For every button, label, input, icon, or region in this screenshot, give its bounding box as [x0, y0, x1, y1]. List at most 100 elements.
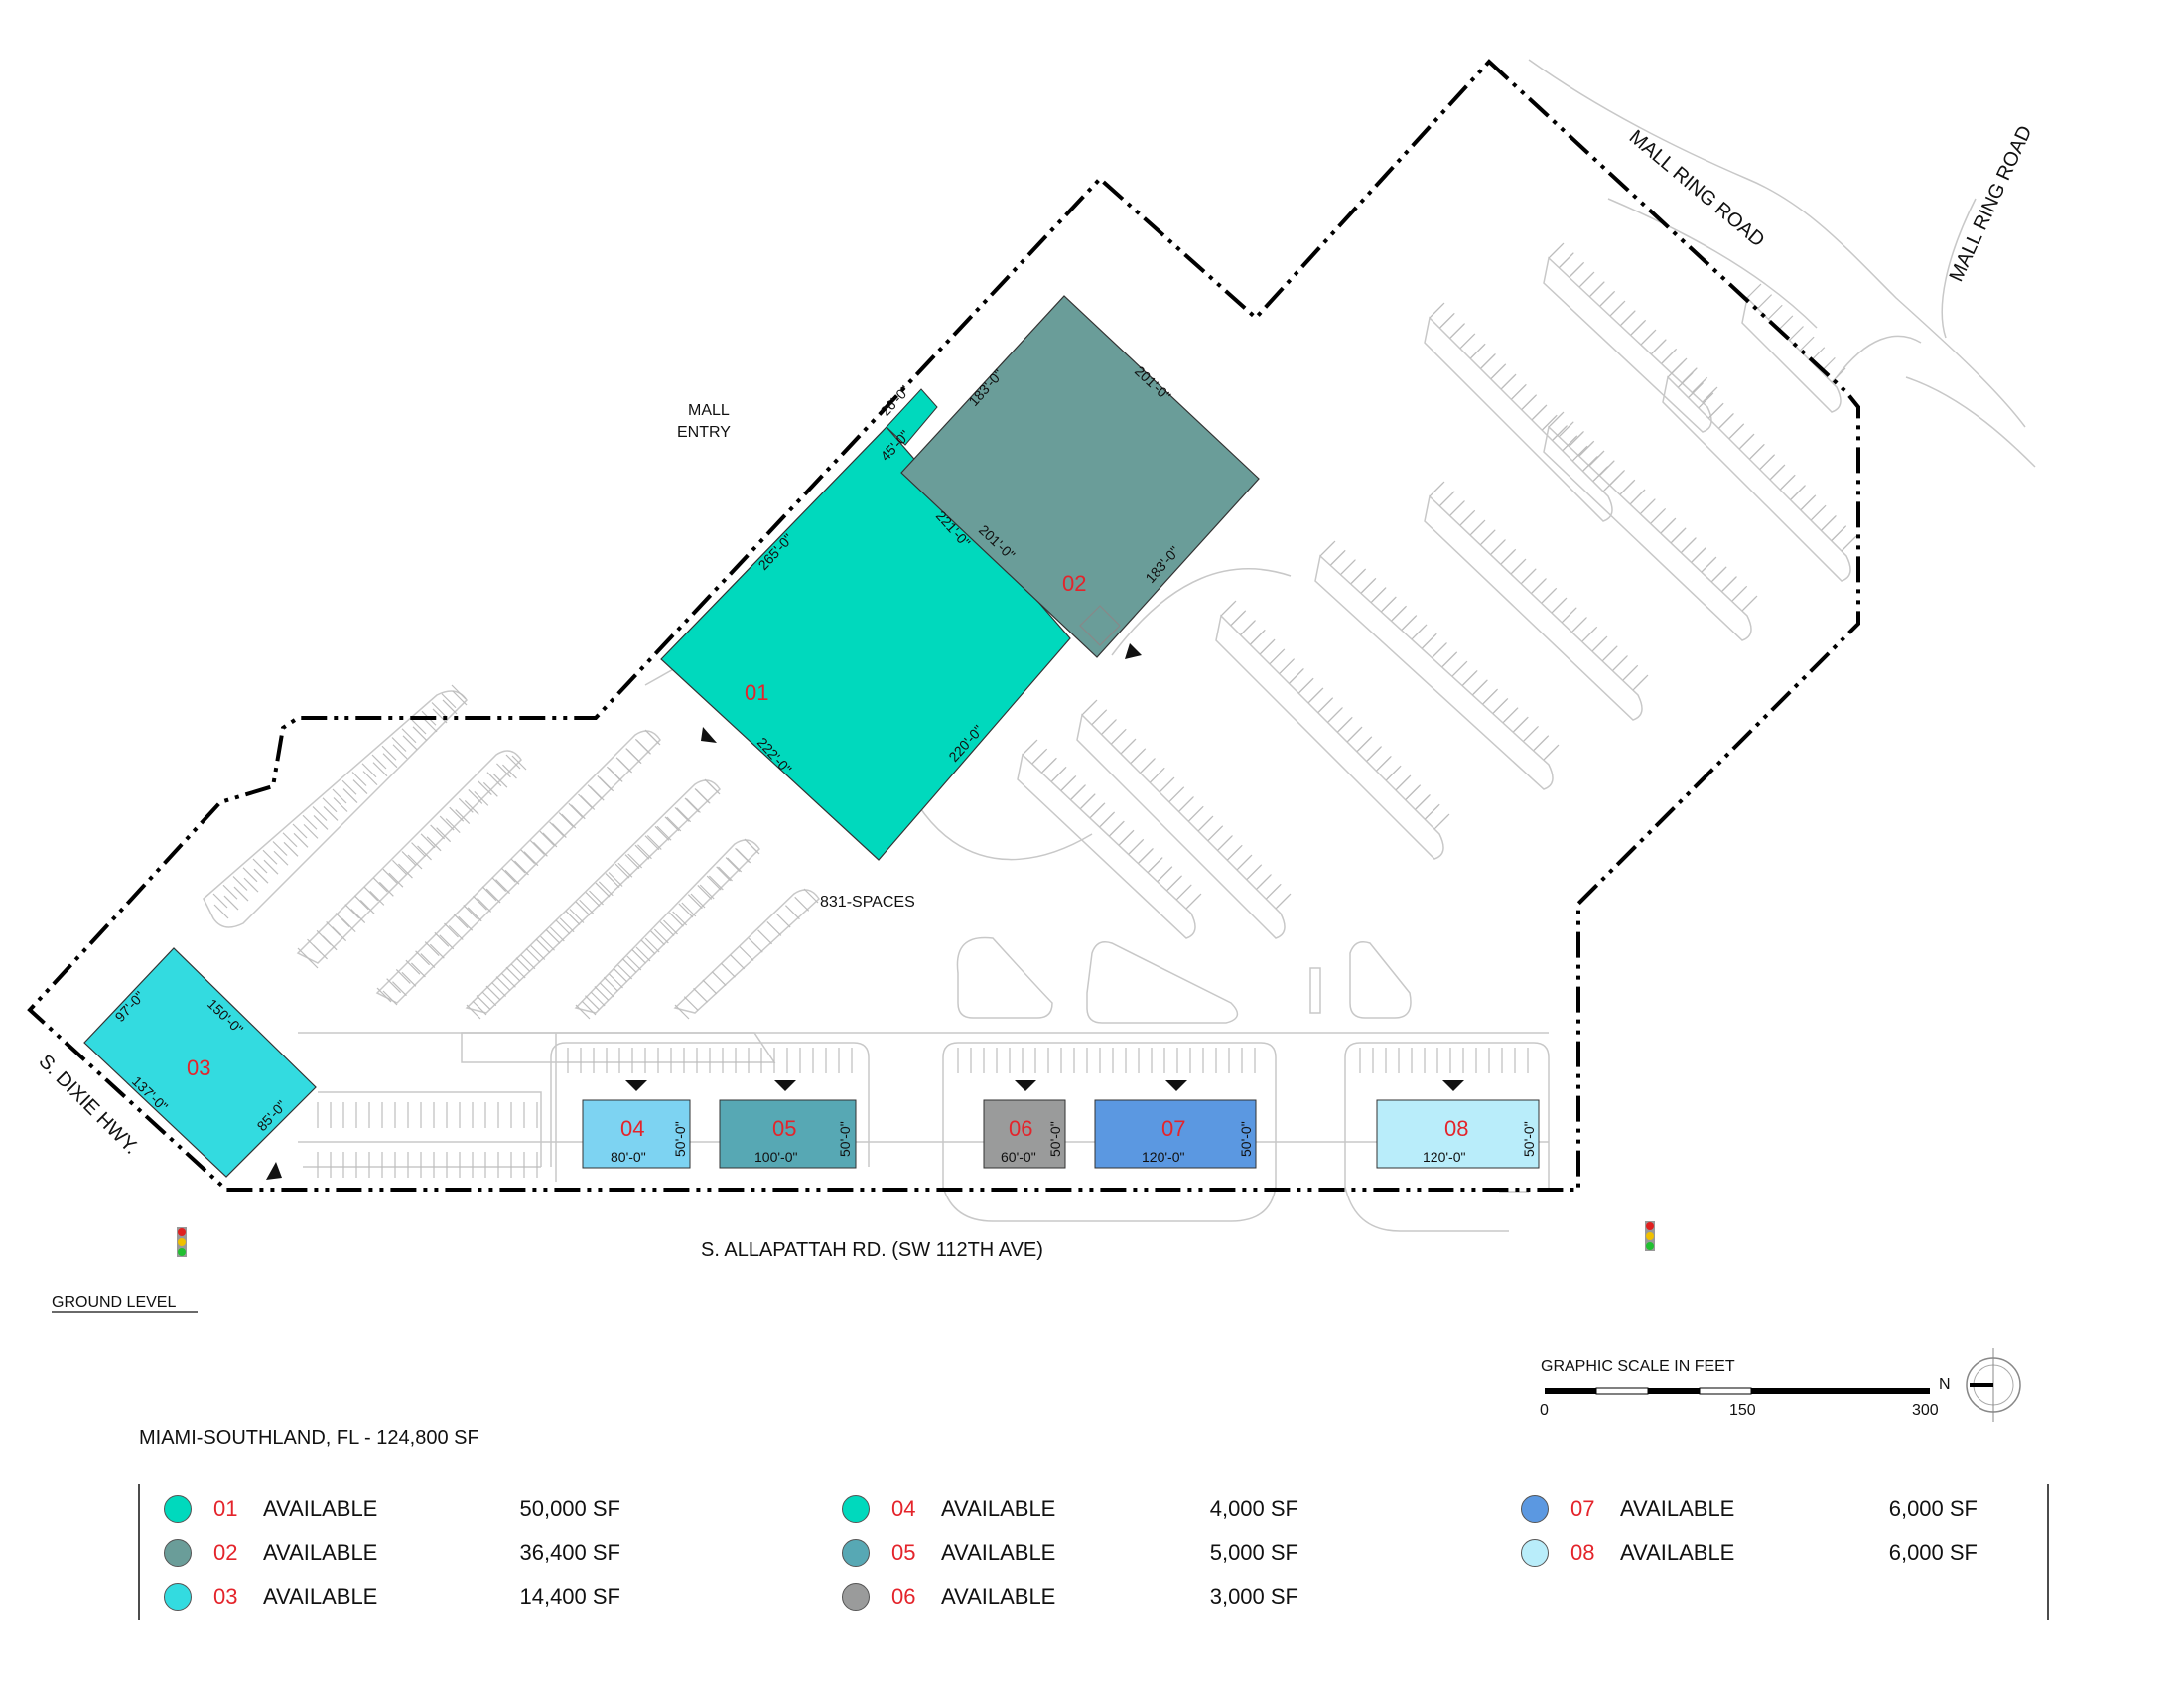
parking-stall-line: [1442, 651, 1458, 667]
legend-status: AVAILABLE: [941, 1584, 1056, 1609]
legend-area: 5,000 SF: [1209, 1540, 1298, 1565]
parking-stall-line: [352, 779, 368, 795]
parking-stall-line: [424, 941, 440, 956]
parking-stall-line: [1032, 748, 1048, 764]
parking-stall-line: [474, 790, 489, 806]
parking-stall-line: [1247, 864, 1263, 880]
parking-stall-line: [1241, 620, 1256, 634]
parking-stall-line: [1501, 373, 1517, 389]
parking-stall-line: [1711, 566, 1727, 582]
mall-entry-label-line2: ENTRY: [677, 424, 731, 441]
parking-stall-line: [653, 928, 669, 944]
parking-stall-line: [1430, 481, 1445, 496]
parking-stall-line: [500, 972, 516, 988]
parking-stall-line: [1328, 707, 1343, 722]
parking-stall-line: [464, 800, 479, 815]
parking-stall-line: [1150, 767, 1165, 782]
unit-04-dim-depth: 50'-0": [672, 1121, 688, 1157]
parking-stall-line: [1218, 835, 1233, 850]
parking-stall-line: [721, 962, 736, 978]
parking-stall-line: [1460, 509, 1476, 525]
parking-stall-line: [539, 830, 555, 846]
parking-stall-line: [565, 910, 581, 925]
parking-stall-line: [609, 973, 623, 989]
parking-stall-line: [1450, 500, 1465, 515]
parking-stall-line: [453, 914, 469, 929]
parking-stall-line: [492, 773, 508, 788]
parking-stall-line: [1257, 874, 1272, 889]
parking-stall-line: [535, 938, 551, 954]
parking-stall-line: [666, 816, 682, 832]
parking-stall-line: [1250, 629, 1266, 644]
parking-stall-line: [1111, 728, 1127, 744]
parking-stall-line: [608, 768, 623, 782]
unit-08-footprint[interactable]: [1376, 1099, 1540, 1169]
unit-06-footprint[interactable]: [983, 1099, 1066, 1169]
parking-stall-line: [1719, 413, 1734, 428]
parking-stall-line: [1746, 283, 1762, 299]
unit-04-footprint[interactable]: [582, 1099, 691, 1169]
unit-02-footprint[interactable]: [900, 295, 1260, 658]
legend-unit-number: 04: [891, 1496, 916, 1521]
parking-stall-line: [477, 780, 492, 796]
parking-stall-line: [674, 806, 690, 822]
parking-stall-line: [1799, 336, 1815, 352]
parking-stall-line: [1176, 884, 1192, 900]
parking-stall-line: [1061, 775, 1077, 790]
legend-area: 3,000 SF: [1209, 1584, 1298, 1609]
parking-stall-line: [451, 684, 467, 700]
parking-stall-line: [1760, 454, 1776, 470]
parking-stall-line: [1534, 735, 1550, 751]
unit-04-label: 04: [620, 1116, 644, 1141]
parking-stall-line: [422, 717, 438, 733]
parking-stall-line: [1592, 635, 1608, 651]
legend-status: AVAILABLE: [941, 1496, 1056, 1521]
parking-stall-line: [410, 962, 426, 978]
parking-stall-line: [1320, 540, 1336, 556]
parking-stall-line: [1371, 587, 1387, 603]
parking-stall-line: [372, 762, 388, 777]
parking-stall-line: [589, 785, 605, 801]
parking-stall-line: [405, 959, 421, 975]
unit-06-dim-depth: 50'-0": [1047, 1121, 1063, 1157]
parking-stall-line: [545, 928, 561, 944]
parking-stall-line: [282, 832, 298, 848]
parking-stall-line: [431, 702, 447, 717]
parking-stall-line: [417, 845, 432, 861]
parking-stall-line: [690, 893, 706, 909]
parking-stall-line: [441, 693, 457, 709]
parking-stall-line: [392, 859, 407, 875]
parking-stall-line: [341, 917, 356, 933]
parking-stall-line: [730, 954, 746, 970]
unit-03-footprint[interactable]: [83, 947, 317, 1178]
unit-07-footprint[interactable]: [1094, 1099, 1257, 1169]
parking-stall-line: [683, 996, 699, 1012]
parking-stall-line: [1121, 738, 1137, 754]
parking-stall-line: [401, 851, 417, 866]
legend-status: AVAILABLE: [941, 1540, 1056, 1565]
parking-stall-line: [599, 982, 614, 998]
parking-stall-line: [1169, 786, 1185, 802]
parking-stall-line: [1167, 875, 1183, 891]
parking-stall-line: [570, 804, 586, 820]
legend-swatch: [1521, 1495, 1549, 1523]
unit-02-label: 02: [1062, 571, 1086, 596]
parking-stall-line: [1521, 568, 1537, 584]
unit-05-footprint[interactable]: [719, 1099, 857, 1169]
parking-stall-line: [1662, 348, 1678, 363]
parking-stall-line: [481, 991, 497, 1007]
parking-stall-line: [1412, 624, 1428, 639]
parking-stall-line: [598, 881, 614, 897]
legend-row: 07 AVAILABLE 6,000 SF: [1521, 1494, 1978, 1524]
parking-stall-line: [391, 737, 407, 752]
parking-stall-line: [371, 754, 387, 770]
parking-stall-line: [1651, 339, 1667, 354]
parking-stall-line: [223, 895, 239, 911]
parking-stall-line: [505, 754, 521, 770]
parking-stall-line: [1330, 549, 1346, 565]
parking-stall-line: [392, 981, 407, 997]
parking-stall-line: [727, 857, 743, 873]
parking-stall-line: [549, 821, 564, 837]
parking-stall-line: [626, 749, 642, 765]
